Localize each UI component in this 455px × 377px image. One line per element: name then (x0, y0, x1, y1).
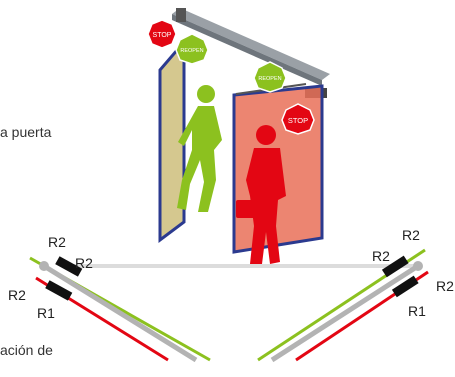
right-sensor-r2 (381, 255, 409, 278)
activation-text-fragment: ación de (0, 342, 53, 358)
stop-text-left: STOP (153, 32, 172, 39)
reopen-sign-right: REOPEN (253, 61, 287, 93)
right-sensor-r1 (391, 275, 419, 298)
stop-sign-left: STOP (147, 19, 177, 49)
left-label-r2-inner: R2 (75, 255, 93, 271)
reopen-text-left: REOPEN (180, 48, 203, 54)
left-label-r2-outer: R2 (48, 234, 66, 250)
green-person-icon (177, 85, 222, 212)
right-label-r2-lower: R2 (436, 278, 454, 294)
right-sensor-zone (257, 248, 429, 363)
left-label-r1: R1 (37, 305, 55, 321)
left-sensor-r1 (45, 280, 73, 301)
door-text-fragment: a puerta (0, 124, 52, 140)
right-label-r2-outer: R2 (402, 227, 420, 243)
left-sensor-r2 (55, 256, 83, 277)
stop-text-right: STOP (288, 116, 308, 125)
right-label-r1: R1 (408, 303, 426, 319)
stop-sign-right: STOP (281, 103, 315, 135)
reopen-sign-left: REOPEN (175, 33, 209, 65)
left-sensor-zone (29, 256, 211, 363)
left-label-r2-lower: R2 (8, 287, 26, 303)
reopen-text-right: REOPEN (258, 76, 281, 82)
red-person-icon (236, 125, 286, 264)
right-label-r2-inner: R2 (372, 248, 390, 264)
